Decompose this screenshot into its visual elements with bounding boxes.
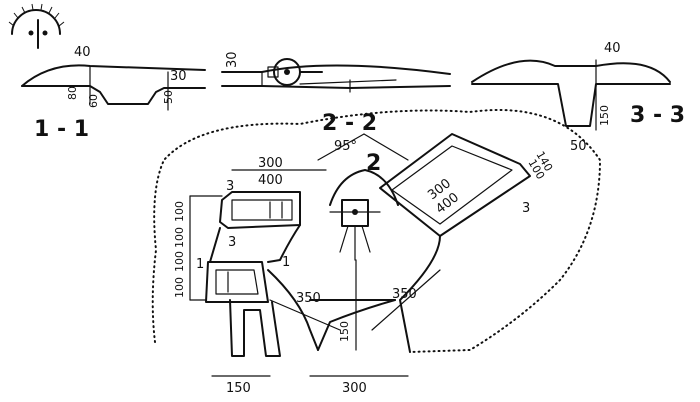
plan-d100-d: 100 [173,277,186,298]
s3-d40: 40 [604,41,621,56]
marker-3-bottom: 3 [228,235,236,250]
s3-d50: 50 [570,139,587,154]
s1-d40: 40 [74,45,91,60]
marker-3-top: 3 [226,179,234,194]
compass-symbol-icon [8,3,65,49]
plan-d150-center: 150 [338,321,351,342]
dimension-lines [189,133,441,377]
s1-d50: 50 [162,90,175,104]
s1-d30: 30 [170,69,187,84]
trench-network [205,133,531,357]
s1-d80: 80 [66,86,79,100]
plan-d100-c: 100 [173,251,186,272]
plan-d350-right: 350 [392,287,417,302]
marker-2: 2 [366,151,381,176]
section-2-2: 30 2 - 2 [221,51,451,136]
gun-icon [329,199,381,261]
marker-1-right: 1 [282,255,290,270]
s3-d150: 150 [598,105,611,126]
angle-label: 95° [334,139,357,154]
emplacement-outline [151,109,602,353]
s2-d30: 30 [225,51,240,68]
s1-title: 1 - 1 [34,117,89,142]
plan-d300-left: 300 [258,156,283,171]
plan-d350-left: 350 [296,291,321,306]
s3-title: 3 - 3 [630,103,685,128]
marker-3-right: 3 [522,201,530,216]
plan-d100-a: 100 [173,201,186,222]
gun-icon [267,58,323,86]
plan-d150-bottom: 150 [226,381,251,396]
plan-d300-bottom: 300 [342,381,367,396]
section-3-3: 40 150 50 3 - 3 [471,41,685,154]
plan-d400-left: 400 [258,173,283,188]
s2-title: 2 - 2 [322,111,377,136]
plan-d100-b: 100 [173,227,186,248]
section-1-1: 40 30 80 60 50 1 - 1 [21,45,206,142]
s1-d60: 60 [87,94,100,108]
marker-1-left: 1 [196,257,204,272]
